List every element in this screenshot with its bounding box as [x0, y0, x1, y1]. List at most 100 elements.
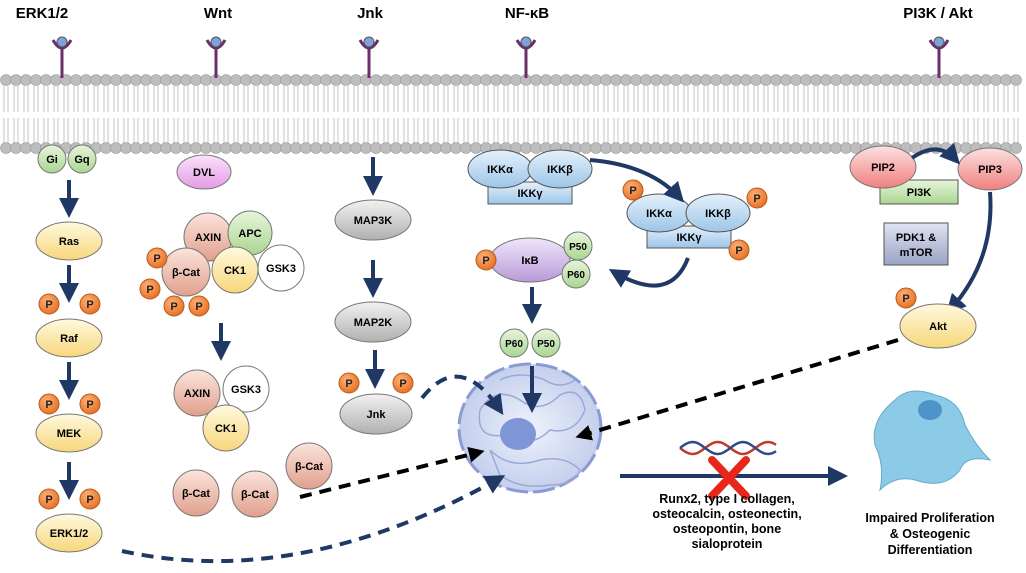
arrow-erk-nucleus: [121, 475, 506, 564]
osteoblast-cell-icon: [873, 390, 992, 492]
ikkb-node-2: [685, 193, 751, 233]
gi-label: Gi: [46, 154, 58, 166]
jnk-branch: MAP3K MAP2K Jnk: [334, 157, 413, 435]
ikkb-label: IKKβ: [547, 164, 573, 176]
erk-branch: Gi Gq Ras Raf MEK ERK1/2: [35, 144, 103, 553]
pdk1-label-line1: PDK1 &: [896, 232, 936, 244]
arrow-jnk-nucleus: [420, 374, 504, 415]
phosphate-marker: [728, 239, 750, 261]
bcat-label-free-2: β-Cat: [182, 488, 210, 500]
phosphate-label: P: [86, 399, 93, 411]
raf-node: [35, 318, 103, 358]
chromatin-2: [489, 449, 581, 487]
phosphate-marker: [392, 372, 414, 394]
pdk1-label-line2: mTOR: [900, 247, 933, 259]
phosphate-marker: [79, 488, 101, 510]
axin-label-2: AXIN: [184, 388, 210, 400]
cell-membrane: [0, 74, 1022, 154]
nuclear-translocation-arrows: [121, 338, 899, 564]
receptor-icon: [515, 36, 537, 78]
phosphate-label: P: [753, 193, 760, 205]
arrow-ikk-activation: [589, 158, 685, 203]
phosphate-marker: [38, 293, 60, 315]
arrow-ikk-ikb: [608, 257, 690, 288]
ck1-node: [211, 246, 259, 294]
phosphate-marker: [38, 488, 60, 510]
outcome-line2: & Osteogenic: [890, 527, 971, 541]
p60-label: P60: [567, 270, 585, 281]
ikkg-label: IKKγ: [517, 188, 543, 200]
erk-node: [35, 513, 103, 553]
phosphate-label: P: [45, 494, 52, 506]
pip2-node: [849, 145, 917, 189]
phosphate-label: P: [86, 494, 93, 506]
mek-node: [35, 413, 103, 453]
raf-label: Raf: [60, 333, 78, 345]
phosphate-label: P: [170, 301, 177, 313]
pdk1-mtor-box: [883, 222, 949, 266]
phosphate-label: P: [629, 185, 636, 197]
gq-label: Gq: [74, 154, 89, 166]
pi3k-label: PI3K: [907, 187, 932, 199]
phosphate-marker: [79, 293, 101, 315]
bcat-node-free-3: [231, 470, 279, 518]
ikkb-node: [527, 149, 593, 189]
ras-label: Ras: [59, 236, 79, 248]
outcome-line3: Differentiation: [888, 543, 973, 557]
ikkg-label-2: IKKγ: [676, 232, 702, 244]
nfkb-branch: IKKγ IKKα IKKβ IKKγ IKKα IKKβ IκB P50 P6…: [467, 149, 751, 358]
mek-label: MEK: [57, 428, 82, 440]
bcat-node-free-1: [285, 442, 333, 490]
jnk-node: [339, 393, 413, 435]
phosphate-label: P: [153, 253, 160, 265]
map3k-node: [334, 199, 412, 241]
phosphate-label: P: [45, 399, 52, 411]
map2k-node: [334, 301, 412, 343]
receptor-icon: [51, 36, 73, 78]
bcat-node-free-2: [172, 469, 220, 517]
bcat-label-free-1: β-Cat: [295, 461, 323, 473]
wnt-branch: DVL AXIN APC GSK3 CK1 β-Cat AXIN GSK3 CK…: [161, 154, 333, 518]
genes-line2: osteocalcin, osteonectin,: [652, 507, 801, 521]
ck1-node-2: [202, 404, 250, 452]
bcat-label-free-3: β-Cat: [241, 489, 269, 501]
pip2-label: PIP2: [871, 162, 895, 174]
gi-node: [37, 144, 67, 174]
apc-label: APC: [238, 228, 261, 240]
phosphate-marker: [79, 393, 101, 415]
phosphate-label: P: [45, 299, 52, 311]
phosphate-marker: [895, 287, 917, 309]
dvl-label: DVL: [193, 167, 215, 179]
pathway-title-erk: ERK1/2: [16, 5, 69, 22]
inhibition-x-icon: [708, 456, 750, 500]
receptor-icon: [928, 36, 950, 78]
dna-helix-icon: [679, 440, 777, 456]
arrow-bcat-nucleus: [299, 446, 485, 499]
phosphate-label: P: [195, 301, 202, 313]
axin-node-2: [173, 369, 221, 417]
ikka-label: IKKα: [487, 164, 513, 176]
p50-label-2: P50: [537, 339, 555, 350]
phosphate-marker: [622, 179, 644, 201]
axin-label: AXIN: [195, 232, 221, 244]
receptor-icon: [205, 36, 227, 78]
p50-node-2: [531, 328, 561, 358]
arrow-pip3-akt: [945, 191, 993, 315]
pi3k-branch: PI3K PIP2 PIP3 PDK1 & mTOR Akt: [849, 142, 1023, 349]
genes-line3: osteopontin, bone: [673, 522, 781, 536]
phosphate-marker: [188, 295, 210, 317]
ck1-label: CK1: [224, 265, 246, 277]
phosphate-marker: [38, 393, 60, 415]
pip3-node: [957, 147, 1023, 191]
map2k-label: MAP2K: [354, 317, 393, 329]
erk-label: ERK1/2: [50, 528, 89, 540]
phosphate-label: P: [146, 284, 153, 296]
p60-label-2: P60: [505, 339, 523, 350]
ikb-label: IκB: [521, 255, 538, 267]
receptor-icon: [358, 36, 380, 78]
phosphate-marker: [746, 187, 768, 209]
gsk3-label-2: GSK3: [231, 384, 261, 396]
receptors: [51, 36, 950, 78]
phosphate-marker: [163, 295, 185, 317]
